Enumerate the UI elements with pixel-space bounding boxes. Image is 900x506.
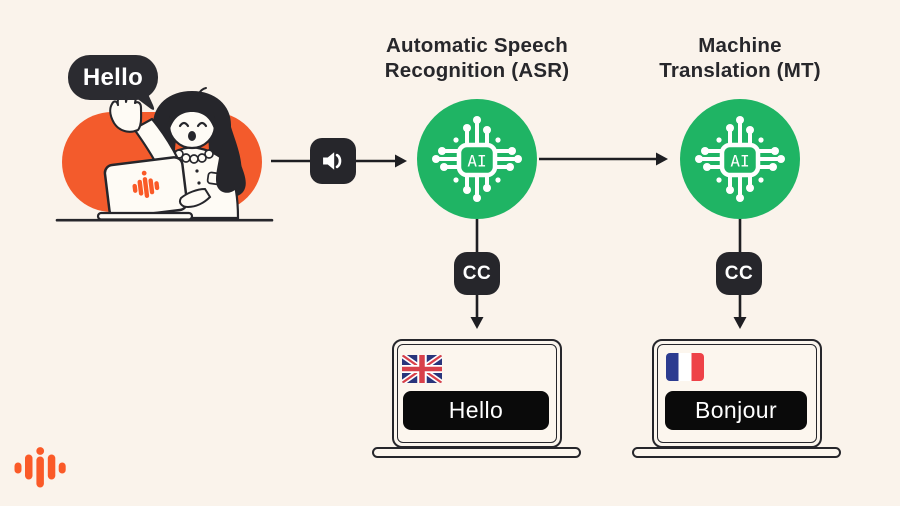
caption-english: Hello [403,391,549,430]
speaker-glyph [323,152,342,170]
speech-bubble-tail [131,94,155,110]
ai-chip-icon: AI [432,116,522,202]
asr-title-line1: Automatic Speech [385,34,569,57]
asr-title: Automatic Speech Recognition (ASR) [347,33,607,83]
caption-english-text: Hello [448,397,504,423]
eyes [178,121,208,128]
waveform-logo [14,447,66,488]
asr-node: AI [417,99,537,219]
cc-icon: CC [454,252,500,295]
laptop-english-base [372,447,581,458]
illustration-laptop [103,156,189,219]
hair-cap [169,95,215,129]
speech-bubble-text: Hello [82,63,144,91]
mt-chip-label: AI [730,152,749,171]
waveform-logo-small [132,170,160,198]
speaker-icon [310,138,356,184]
mt-title-line2: Translation (MT) [659,59,821,82]
uk-flag-icon [402,355,442,383]
mouth [188,131,196,141]
mt-title-line1: Machine [698,34,782,57]
laptop-french-base [632,447,841,458]
mt-node: AI [680,99,800,219]
france-flag-icon [666,353,704,381]
speech-bubble: Hello [68,55,158,100]
ai-chip-icon: AI [695,116,785,202]
resting-hand [178,187,212,209]
cc-label: CC [724,262,754,284]
asr-chip-label: AI [467,152,486,171]
person-illustration [55,87,274,222]
hair-front-lock [216,127,242,193]
laptop-keyboard-base [96,211,194,221]
asr-title-line2: Recognition (ASR) [384,59,570,82]
cc-icon: CC [716,252,762,295]
laptop-screen-inner [397,344,557,443]
mt-title: Machine Translation (MT) [610,33,870,83]
caption-french-text: Bonjour [694,397,778,423]
laptop-screen-inner [657,344,817,443]
caption-french: Bonjour [665,391,807,430]
cc-label: CC [462,262,492,284]
